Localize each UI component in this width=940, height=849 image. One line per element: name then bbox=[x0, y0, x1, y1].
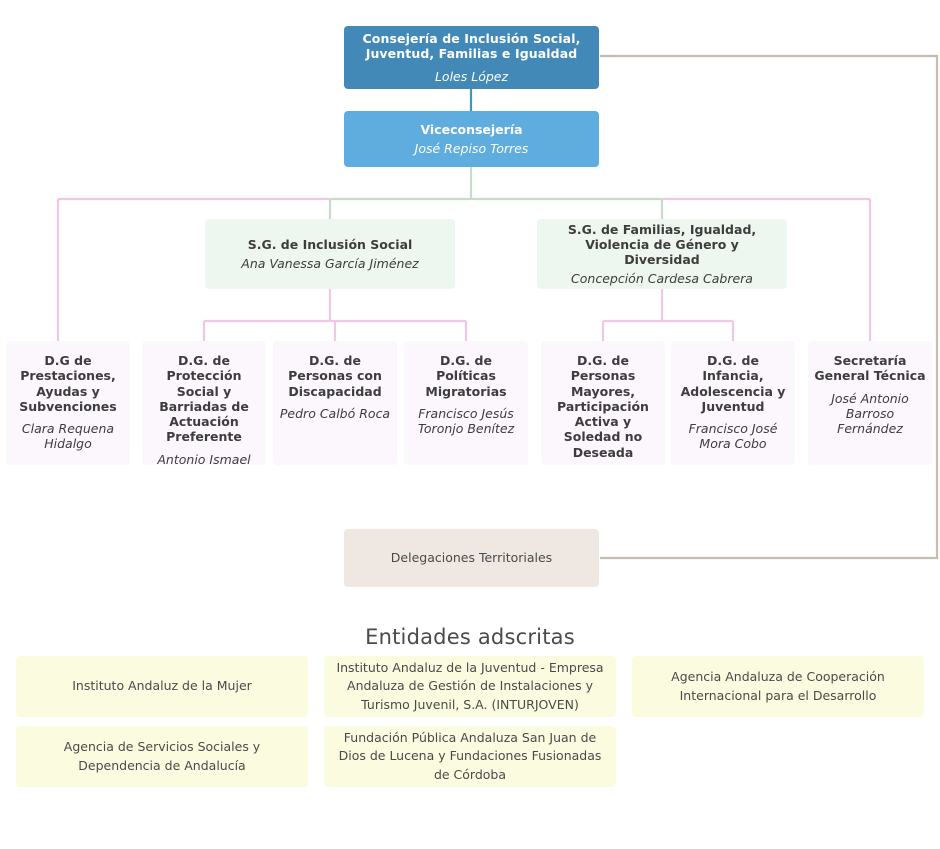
node-consejeria-person: Loles López bbox=[434, 68, 509, 84]
node-delegaciones-title: Delegaciones Territoriales bbox=[390, 550, 553, 566]
node-sgt-title: Secretaría General Técnica bbox=[814, 353, 926, 384]
node-consejeria-title: Consejería de Inclusión Social, Juventud… bbox=[362, 31, 581, 62]
node-sg-inclusion-social-person: Ana Vanessa García Jiménez bbox=[241, 256, 419, 271]
node-dg-prestaciones-ayudas-subvenciones[interactable]: D.G de Prestaciones, Ayudas y Subvencion… bbox=[6, 341, 130, 465]
entidad-label: Instituto Andaluz de la Mujer bbox=[72, 678, 252, 694]
node-sgt-person: José Antonio Barroso Fernández bbox=[831, 390, 909, 437]
node-dg-personas-con-discapacidad[interactable]: D.G. de Personas con Discapacidad Pedro … bbox=[273, 341, 397, 465]
node-dg-migratorias-person: Francisco Jesús Toronjo Benítez bbox=[417, 405, 515, 436]
entidad-label: Instituto Andaluz de la Juventud - Empre… bbox=[336, 660, 604, 712]
node-dg-prestaciones-person: Clara Requena Hidalgo bbox=[21, 421, 115, 452]
entidad-label: Fundación Pública Andaluza San Juan de D… bbox=[338, 730, 602, 782]
node-dg-discapacidad-title: D.G. de Personas con Discapacidad bbox=[288, 353, 382, 399]
entidad-label: Agencia Andaluza de Cooperación Internac… bbox=[671, 669, 885, 703]
node-viceconsejeria-title: Viceconsejería bbox=[420, 121, 523, 137]
node-dg-prestaciones-title: D.G de Prestaciones, Ayudas y Subvencion… bbox=[19, 353, 117, 414]
node-sg-familias-igualdad-title: S.G. de Familias, Igualdad, Violencia de… bbox=[567, 221, 757, 268]
entidad-instituto-andaluz-mujer[interactable]: Instituto Andaluz de la Mujer bbox=[16, 656, 308, 717]
node-delegaciones-territoriales[interactable]: Delegaciones Territoriales bbox=[344, 529, 599, 587]
node-dg-proteccion-social-person: Antonio Ismael Huertas Mateo bbox=[157, 451, 251, 466]
node-sg-inclusion-social-title: S.G. de Inclusión Social bbox=[247, 236, 413, 252]
connector-delegaciones bbox=[600, 54, 939, 560]
entidad-fundacion-san-juan-de-dios[interactable]: Fundación Pública Andaluza San Juan de D… bbox=[324, 726, 616, 787]
node-viceconsejeria[interactable]: Viceconsejería José Repiso Torres bbox=[344, 111, 599, 167]
node-dg-migratorias-title: D.G. de Políticas Migratorias bbox=[425, 353, 507, 399]
node-dg-proteccion-social-barriadas[interactable]: D.G. de Protección Social y Barriadas de… bbox=[142, 341, 266, 465]
node-dg-personas-mayores-title: D.G. de Personas Mayores, Participación … bbox=[557, 353, 649, 460]
entidad-instituto-andaluz-juventud-inturjoven[interactable]: Instituto Andaluz de la Juventud - Empre… bbox=[324, 656, 616, 717]
entidad-label: Agencia de Servicios Sociales y Dependen… bbox=[63, 739, 261, 773]
node-sg-familias-igualdad-person: Concepción Cardesa Cabrera bbox=[571, 271, 753, 287]
node-sg-familias-igualdad[interactable]: S.G. de Familias, Igualdad, Violencia de… bbox=[537, 219, 787, 289]
node-dg-infancia-title: D.G. de Infancia, Adolescencia y Juventu… bbox=[680, 353, 786, 414]
node-viceconsejeria-person: José Repiso Torres bbox=[414, 141, 529, 156]
entidad-agencia-servicios-sociales-dependencia[interactable]: Agencia de Servicios Sociales y Dependen… bbox=[16, 726, 308, 787]
entidad-agencia-cooperacion-internacional[interactable]: Agencia Andaluza de Cooperación Internac… bbox=[632, 656, 924, 717]
node-dg-proteccion-social-title: D.G. de Protección Social y Barriadas de… bbox=[159, 353, 249, 445]
entidades-adscritas-heading: Entidades adscritas bbox=[365, 625, 575, 649]
node-secretaria-general-tecnica[interactable]: Secretaría General Técnica José Antonio … bbox=[808, 341, 932, 465]
node-dg-politicas-migratorias[interactable]: D.G. de Políticas Migratorias Francisco … bbox=[404, 341, 528, 465]
node-consejeria[interactable]: Consejería de Inclusión Social, Juventud… bbox=[344, 26, 599, 89]
node-sg-inclusion-social[interactable]: S.G. de Inclusión Social Ana Vanessa Gar… bbox=[205, 219, 455, 289]
node-dg-personas-mayores[interactable]: D.G. de Personas Mayores, Participación … bbox=[541, 341, 665, 465]
node-dg-infancia-person: Francisco José Mora Cobo bbox=[688, 421, 778, 452]
node-dg-infancia-adolescencia-juventud[interactable]: D.G. de Infancia, Adolescencia y Juventu… bbox=[671, 341, 795, 465]
node-dg-discapacidad-person: Pedro Calbó Roca bbox=[279, 405, 391, 421]
